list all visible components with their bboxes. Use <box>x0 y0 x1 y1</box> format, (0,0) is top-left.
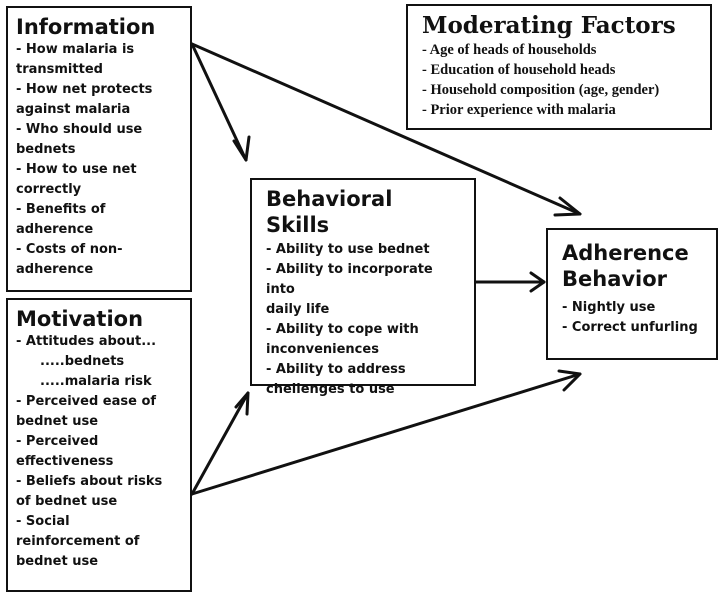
information-item: - How net protects <box>16 82 153 97</box>
motivation-item: of bednet use <box>16 494 118 509</box>
behavioral-skill-item: - Ability to cope with <box>266 322 419 337</box>
information-item: - Costs of non- <box>16 242 123 257</box>
motivation-item: - Social <box>16 514 70 529</box>
motivation-title: Motivation <box>16 307 144 331</box>
information-item: - Who should use <box>16 122 143 137</box>
motivation-item: .....malaria risk <box>40 374 152 389</box>
motivation-item: .....bednets <box>40 354 125 369</box>
motivation-item: - Perceived ease of <box>16 394 157 409</box>
information-box: Information - How malaria is transmitted… <box>6 6 192 292</box>
arrow-head <box>529 271 546 293</box>
motivation-item: - Attitudes about... <box>16 334 157 349</box>
information-title: Information <box>16 15 156 39</box>
behavioral-skill-item: - Ability to address <box>266 362 406 377</box>
moderating-factors-title: Moderating Factors <box>422 12 676 39</box>
adherence-behavior-title: Behavior <box>562 267 668 291</box>
behavioral-skill-item: inconveniences <box>266 342 379 357</box>
motivation-item: - Perceived <box>16 434 99 449</box>
behavioral-skills-title: Skills <box>266 213 330 237</box>
moderating-factors-box: Moderating Factors - Age of heads of hou… <box>406 4 712 130</box>
information-item: - Benefits of <box>16 202 106 217</box>
motivation-item: - Beliefs about risks <box>16 474 163 489</box>
information-item: - How malaria is <box>16 42 135 57</box>
arrow-head <box>553 196 582 217</box>
moderating-factor-item: - Age of heads of households <box>422 42 597 58</box>
moderating-factor-item: - Prior experience with malaria <box>422 102 616 118</box>
information-item: adherence <box>16 262 94 277</box>
information-item: against malaria <box>16 102 131 117</box>
behavioral-skills-title: Behavioral <box>266 187 393 211</box>
behavioral-skill-item: - Ability to use bednet <box>266 242 430 257</box>
arrow-head <box>557 369 582 392</box>
information-item: adherence <box>16 222 94 237</box>
information-item: bednets <box>16 142 76 157</box>
motivation-item: reinforcement of <box>16 534 140 549</box>
motivation-box: Motivation - Attitudes about... .....bed… <box>6 298 192 592</box>
information-item: - How to use net <box>16 162 137 177</box>
arrow-motivation-to-adherence <box>190 372 582 496</box>
behavioral-skill-item: daily life <box>266 302 330 317</box>
information-item: transmitted <box>16 62 103 77</box>
information-item: correctly <box>16 182 82 197</box>
arrow-information-to-adherence <box>190 42 582 216</box>
moderating-factor-item: - Household composition (age, gender) <box>422 82 660 98</box>
moderating-factor-item: - Education of household heads <box>422 62 616 78</box>
motivation-item: effectiveness <box>16 454 114 469</box>
arrow-information-to-skills <box>190 42 248 162</box>
motivation-item: bednet use <box>16 554 99 569</box>
motivation-item: bednet use <box>16 414 99 429</box>
behavioral-skill-item: chellenges to use <box>266 382 395 397</box>
arrow-head <box>232 135 251 162</box>
behavioral-skill-item: - Ability to incorporate into <box>266 262 433 297</box>
adherence-behavior-item: - Nightly use <box>562 300 656 315</box>
behavioral-skills-box: Behavioral Skills - Ability to use bedne… <box>250 178 476 397</box>
adherence-behavior-item: - Correct unfurling <box>562 320 698 335</box>
arrow-head <box>234 391 250 416</box>
adherence-behavior-box: Adherence Behavior - Nightly use - Corre… <box>546 228 718 360</box>
arrow-motivation-to-skills <box>190 391 250 496</box>
adherence-behavior-title: Adherence <box>562 241 689 265</box>
